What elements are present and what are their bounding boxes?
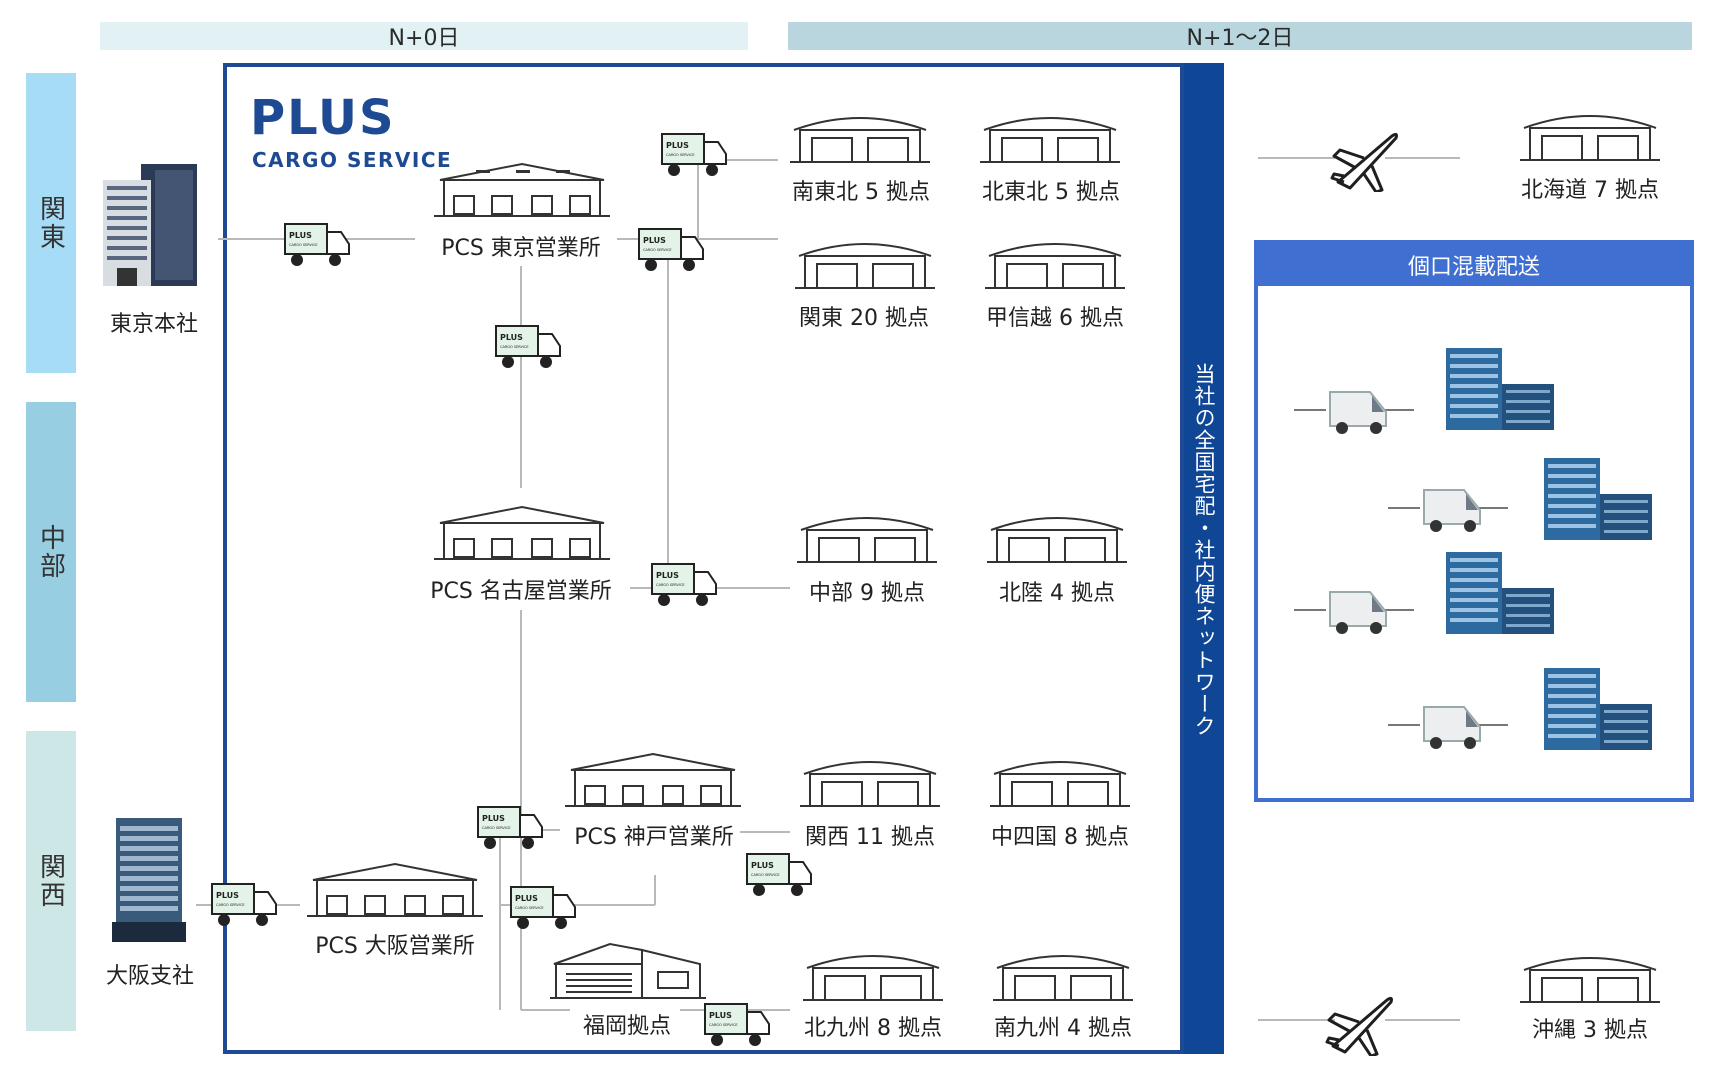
destination-building-icon [1446,348,1554,430]
destination-building-icon [1544,458,1652,540]
truck-sub-text: CARGO SERVICE [656,583,685,587]
truck-sub-text: CARGO SERVICE [289,243,318,247]
plus-truck-icon: PLUS CARGO SERVICE [745,850,813,902]
truck-sub-text: CARGO SERVICE [500,345,529,349]
cargo-service-logo: CARGO SERVICE [252,148,453,172]
hub-chushikoku-warehouse-icon [990,761,1130,807]
plus-truck-icon: PLUS CARGO SERVICE [210,880,278,932]
hub-koshinetsu-warehouse-icon [985,243,1125,289]
band-day0-label: N+0日 [388,26,460,51]
hub-okinawa-warehouse-icon [1520,957,1660,1003]
pcs-network-frame [223,63,1184,1054]
truck-brand-text: PLUS [515,894,538,903]
osaka-branch-label: 大阪支社 [105,964,195,989]
hub-hokkaido-label: 北海道 7 拠点 [1521,178,1659,203]
truck-brand-text: PLUS [666,141,689,150]
network-bar-label: 当社の全国宅配・社内便ネットワーク [1192,363,1216,737]
region-kansai: 関西 [26,731,76,1031]
delivery-van-icon [1329,391,1387,434]
fukuoka-label: 福岡拠点 [582,1014,672,1039]
plus-truck-icon: PLUS CARGO SERVICE [703,1000,771,1052]
pcs-kobe-warehouse-icon [565,752,741,807]
truck-sub-text: CARGO SERVICE [751,873,780,877]
osaka-branch-building-icon [112,818,186,942]
mixed-delivery-panel: 個口混載配送 [1254,240,1694,802]
truck-brand-text: PLUS [216,891,239,900]
truck-sub-text: CARGO SERVICE [643,248,672,252]
pcs-osaka-warehouse-icon [307,862,483,917]
pcs-tokyo-label: PCS 東京営業所 [441,236,601,261]
hub-koshinetsu-label: 甲信越 6 拠点 [986,306,1124,331]
destination-building-icon [1544,668,1652,750]
plus-truck-icon: PLUS CARGO SERVICE [476,803,544,855]
region-kansai-label: 関西 [35,853,66,909]
truck-sub-text: CARGO SERVICE [666,153,695,157]
plus-truck-icon: PLUS CARGO SERVICE [283,220,351,272]
hub-chubu-label: 中部 9 拠点 [809,581,925,606]
hub-minami-tohoku-warehouse-icon [790,117,930,163]
hub-kita-kyushu-label: 北九州 8 拠点 [804,1016,942,1041]
plus-truck-icon: PLUS CARGO SERVICE [650,560,718,612]
plus-truck-icon: PLUS CARGO SERVICE [509,883,577,935]
pcs-tokyo-warehouse-icon [434,162,610,217]
region-chubu: 中部 [26,402,76,702]
hub-hokuriku-warehouse-icon [987,517,1127,563]
truck-sub-text: CARGO SERVICE [515,906,544,910]
airplane-icon [1330,132,1398,192]
truck-sub-text: CARGO SERVICE [216,903,245,907]
truck-brand-text: PLUS [656,571,679,580]
hub-hokkaido-warehouse-icon [1520,115,1660,161]
plus-truck-icon: PLUS CARGO SERVICE [637,225,705,277]
band-day12: N+1～2日 [788,22,1692,51]
pcs-kobe-label: PCS 神戸営業所 [574,825,734,850]
hub-kita-kyushu-warehouse-icon [803,955,943,1001]
hub-okinawa-label: 沖縄 3 拠点 [1532,1018,1648,1043]
region-kanto-label: 関東 [35,195,66,251]
pcs-nagoya-warehouse-icon [434,505,610,560]
truck-brand-text: PLUS [500,333,523,342]
band-day0: N+0日 [100,22,748,51]
band-day12-label: N+1～2日 [1186,26,1294,51]
truck-brand-text: PLUS [751,861,774,870]
fukuoka-warehouse-icon [550,942,706,999]
truck-brand-text: PLUS [289,231,312,240]
plus-truck-icon: PLUS CARGO SERVICE [494,322,562,374]
hub-kansai-label: 関西 11 拠点 [805,825,935,850]
region-kanto: 関東 [26,73,76,373]
plus-logo: PLUS [250,90,396,146]
hub-kita-tohoku-warehouse-icon [980,117,1120,163]
hub-kita-tohoku-label: 北東北 5 拠点 [982,180,1120,205]
plus-truck-icon: PLUS CARGO SERVICE [660,130,728,182]
network-bar: 当社の全国宅配・社内便ネットワーク [1184,63,1224,1054]
hub-chushikoku-label: 中四国 8 拠点 [991,825,1129,850]
airplane-icon [1325,996,1393,1056]
delivery-van-icon [1423,489,1481,532]
region-chubu-label: 中部 [35,524,66,580]
hub-kanto-label: 関東 20 拠点 [799,306,929,331]
truck-brand-text: PLUS [709,1011,732,1020]
truck-brand-text: PLUS [482,814,505,823]
truck-sub-text: CARGO SERVICE [482,826,511,830]
delivery-van-icon [1329,591,1387,634]
hub-minami-kyushu-label: 南九州 4 拠点 [994,1016,1132,1041]
pcs-nagoya-label: PCS 名古屋営業所 [430,579,612,604]
tokyo-hq-label: 東京本社 [109,312,199,337]
truck-sub-text: CARGO SERVICE [709,1023,738,1027]
mixed-delivery-routes [1294,409,1508,726]
mixed-delivery-title: 個口混載配送 [1258,244,1690,286]
hub-minami-tohoku-label: 南東北 5 拠点 [792,180,930,205]
hub-kanto-warehouse-icon [795,243,935,289]
tokyo-hq-building-icon [103,164,197,286]
destination-building-icon [1446,552,1554,634]
truck-brand-text: PLUS [643,236,666,245]
hub-minami-kyushu-warehouse-icon [993,955,1133,1001]
hub-kansai-warehouse-icon [800,761,940,807]
delivery-van-icon [1423,706,1481,749]
pcs-osaka-label: PCS 大阪営業所 [315,934,475,959]
hub-chubu-warehouse-icon [797,517,937,563]
hub-hokuriku-label: 北陸 4 拠点 [999,581,1115,606]
